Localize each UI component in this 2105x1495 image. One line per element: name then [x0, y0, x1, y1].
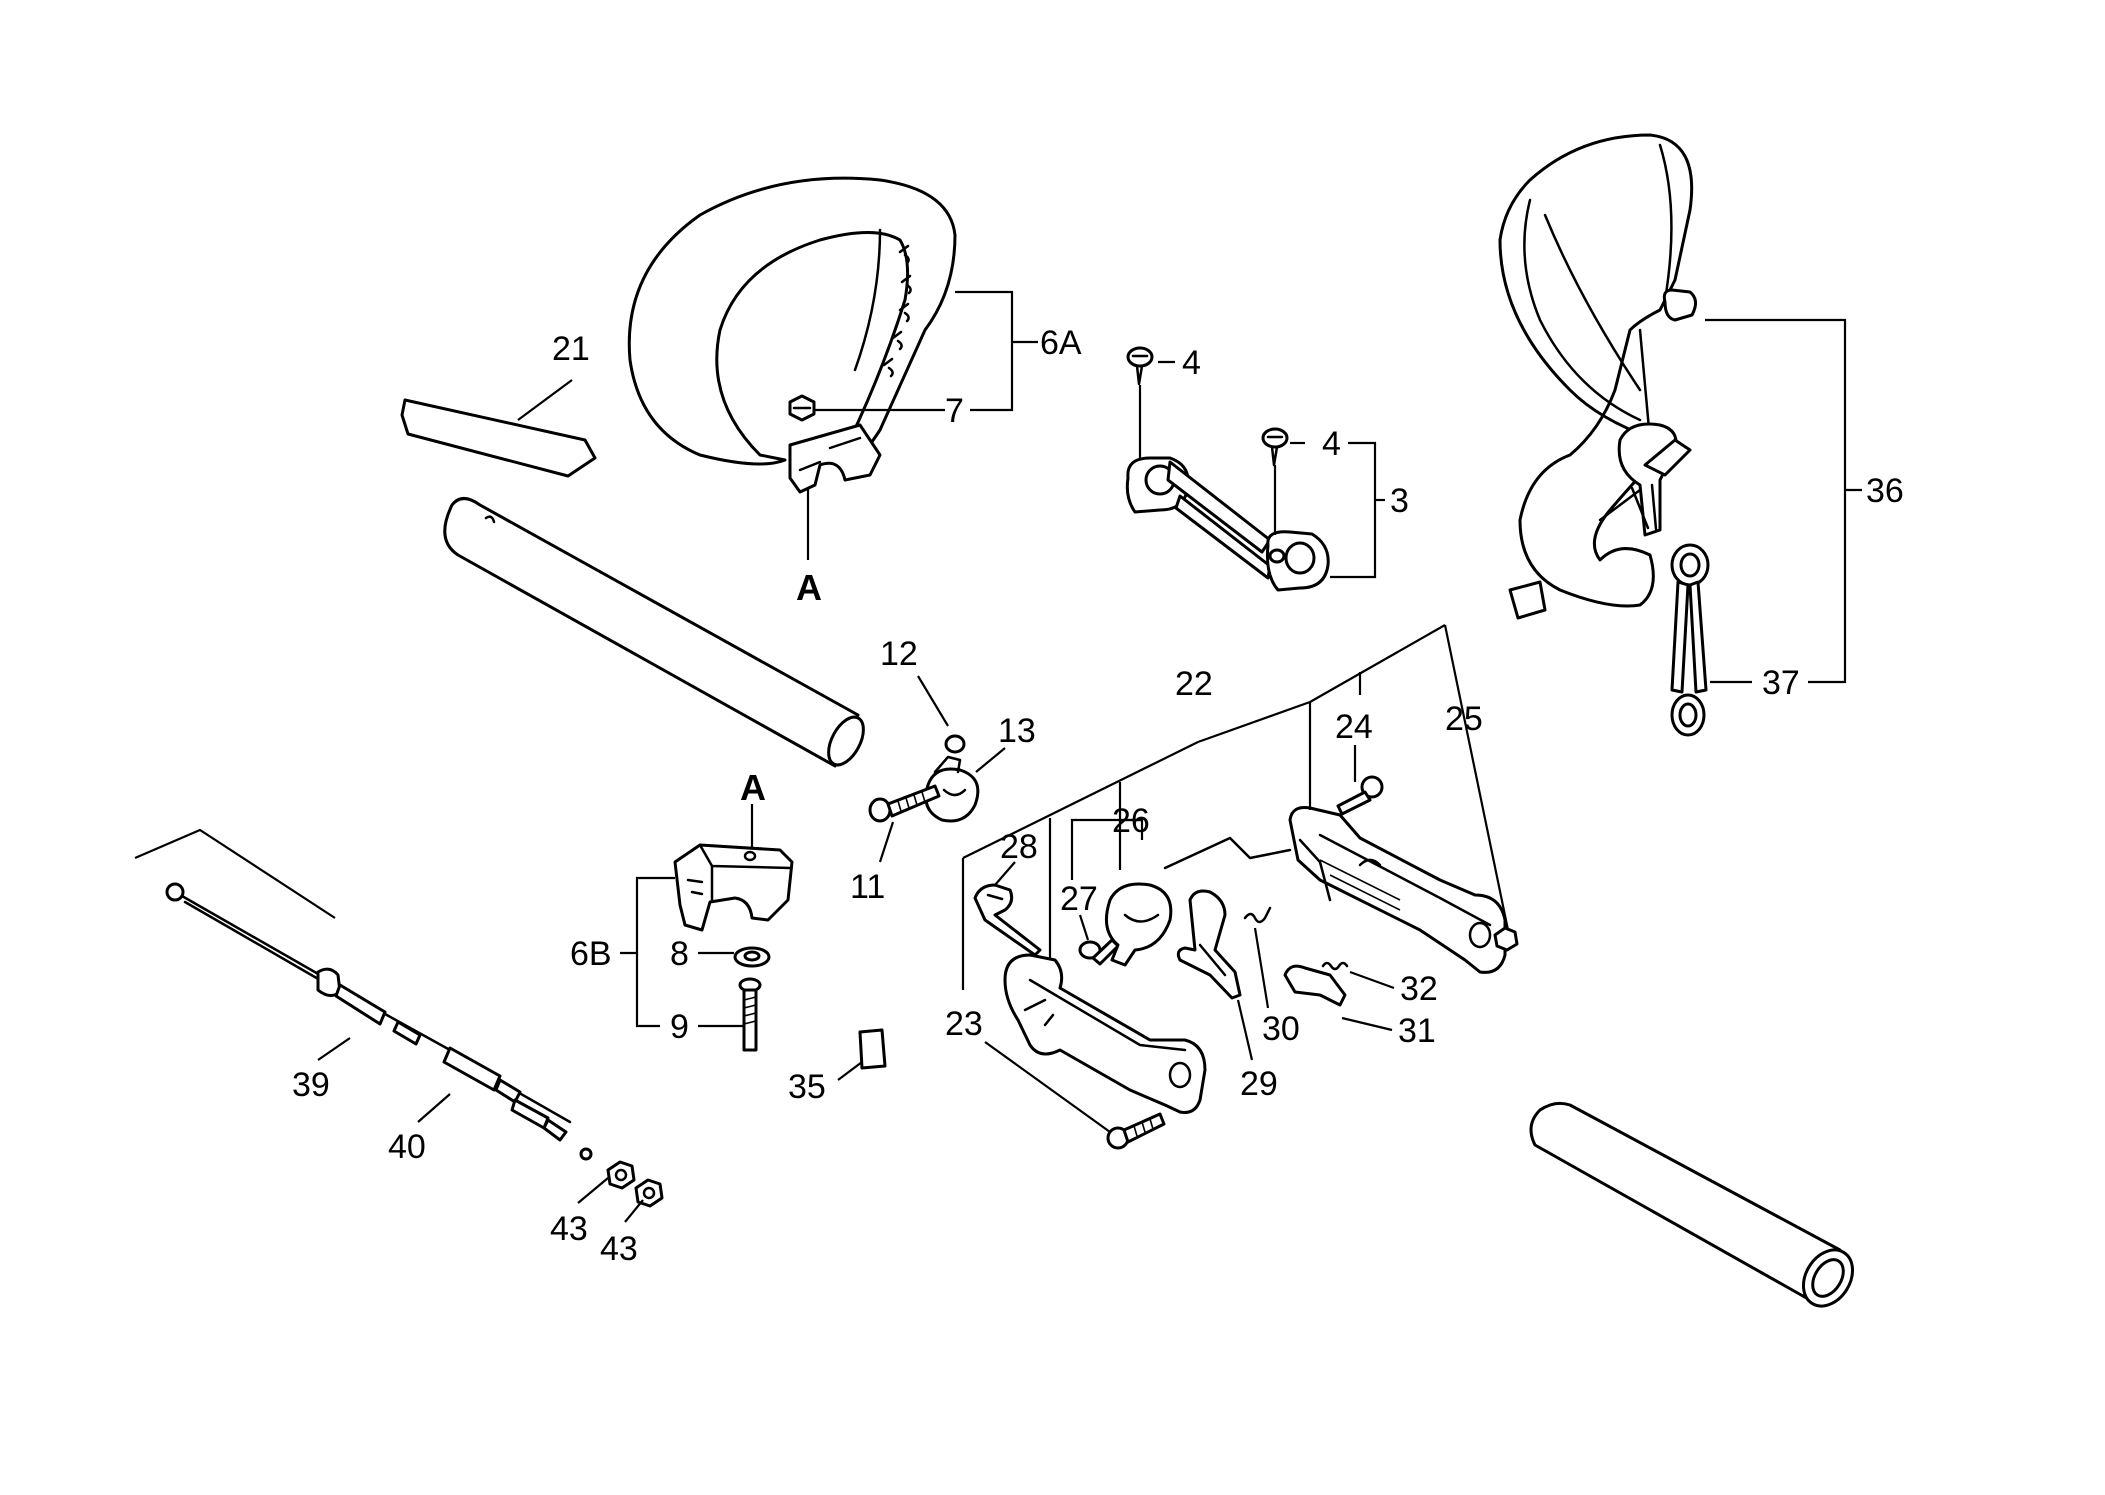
part-22-handle-half — [1288, 806, 1507, 974]
label-26: 26 — [1112, 802, 1150, 840]
part-8-washer — [733, 946, 771, 968]
label-28: 28 — [1000, 828, 1038, 866]
part-6A-loop-handle — [627, 176, 957, 494]
part-39-40-throttle-cable — [165, 882, 593, 1161]
label-31: 31 — [1398, 1012, 1436, 1050]
part-37-snap-link — [1670, 543, 1710, 737]
part-3-handle-bracket — [1125, 456, 1330, 592]
label-A-top: A — [796, 567, 822, 608]
label-23: 23 — [945, 1005, 983, 1043]
label-7: 7 — [945, 392, 964, 430]
label-9: 9 — [670, 1008, 689, 1046]
part-23-screw — [1106, 1112, 1166, 1150]
label-32: 32 — [1400, 970, 1438, 1008]
label-43-a: 43 — [550, 1210, 588, 1248]
part-31-switch — [1283, 964, 1347, 1007]
part-43-nut-a — [606, 1160, 636, 1190]
part-labels: 21 6A 7 A 4 4 3 36 37 12 13 11 A 6B 8 9 … — [292, 324, 1904, 1268]
label-24: 24 — [1335, 708, 1373, 746]
part-35-decal — [858, 1028, 887, 1070]
label-6B: 6B — [570, 935, 612, 973]
label-13: 13 — [998, 712, 1036, 750]
part-22-inner-contour — [1163, 836, 1292, 870]
label-22: 22 — [1175, 665, 1213, 703]
part-28-lever — [973, 883, 1042, 957]
part-29-throttle-trigger — [1176, 889, 1242, 1000]
leader-lines — [134, 290, 1862, 1223]
label-8: 8 — [670, 935, 689, 973]
label-37: 37 — [1762, 664, 1800, 702]
label-4-lower: 4 — [1322, 425, 1341, 463]
label-43-b: 43 — [600, 1230, 638, 1268]
part-36-shoulder-harness — [1498, 133, 1697, 620]
label-29: 29 — [1240, 1065, 1278, 1103]
part-9-bolt — [738, 977, 762, 1052]
part-7-nut — [788, 394, 816, 422]
part-4-screw-upper — [1126, 346, 1154, 386]
label-35: 35 — [788, 1068, 826, 1106]
part-6B-handle-clamp — [673, 843, 794, 932]
part-11-screw — [868, 784, 941, 823]
label-27: 27 — [1060, 880, 1098, 918]
label-12: 12 — [880, 635, 918, 673]
part-30-spring — [1243, 906, 1272, 924]
part-21-decal — [400, 398, 597, 478]
shaft-tube-upper — [443, 497, 865, 768]
part-32-spring — [1321, 961, 1349, 971]
label-36: 36 — [1866, 472, 1904, 510]
label-4-upper: 4 — [1182, 344, 1201, 382]
label-30: 30 — [1262, 1010, 1300, 1048]
label-6A: 6A — [1040, 324, 1082, 362]
label-21: 21 — [552, 330, 590, 368]
part-27-screw — [1078, 938, 1120, 966]
label-39: 39 — [292, 1066, 330, 1104]
shaft-tube-lower — [1529, 1101, 1855, 1308]
label-11: 11 — [850, 868, 885, 906]
part-25-nut — [1493, 926, 1519, 952]
part-23-handle-half — [1003, 953, 1207, 1114]
part-12-nut — [944, 734, 966, 754]
label-40: 40 — [388, 1128, 426, 1166]
part-43-nut-b — [634, 1178, 664, 1208]
part-4-screw-lower — [1261, 427, 1289, 467]
label-A-mid: A — [740, 767, 766, 808]
part-24-screw — [1336, 775, 1384, 816]
label-3: 3 — [1390, 482, 1409, 520]
label-25: 25 — [1445, 700, 1483, 738]
part-26-clamp — [1104, 882, 1173, 967]
part-13-clamp — [924, 755, 980, 823]
